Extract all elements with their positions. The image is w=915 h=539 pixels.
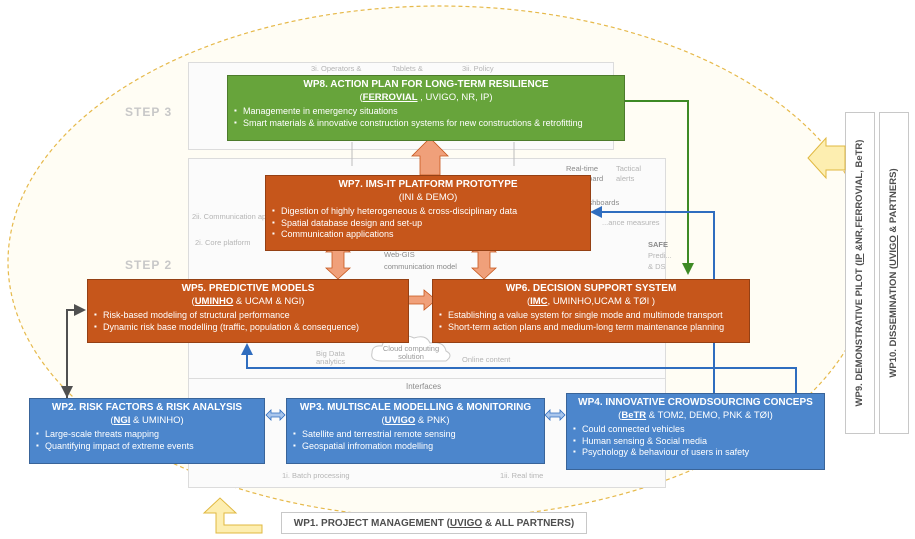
wp8-bullets: Managemente in emergency situations Smar… xyxy=(234,106,618,129)
wp1-box: WP1. PROJECT MANAGEMENT (UVIGO & ALL PAR… xyxy=(281,512,587,534)
wp9-arrow xyxy=(807,136,846,180)
communication-apps-label: 2ii. Communication applications xyxy=(192,212,298,221)
wp4-bullets: Could connected vehicles Human sensing &… xyxy=(573,424,818,459)
board-label: board xyxy=(584,174,604,183)
wp2-bullets: Large-scale threats mapping Quantifying … xyxy=(36,429,258,452)
wp6-box: WP6. DECISION SUPPORT SYSTEM (IMC, UMINH… xyxy=(432,279,750,343)
wp7-partners: (INI & DEMO) xyxy=(398,191,458,203)
wp2-box: WP2. RISK FACTORS & RISK ANALYSIS (NGI &… xyxy=(29,398,265,464)
wp9-panel xyxy=(845,112,875,434)
batch-processing-label: 1i. Batch processing xyxy=(282,471,350,480)
wp7-bullet-2: Spatial database design and set-up xyxy=(272,218,584,230)
online-content-label: Online content xyxy=(462,355,511,364)
wp5-partners: (UMINHO & UCAM & NGI) xyxy=(191,295,305,307)
wp1-arrow xyxy=(202,497,263,534)
wp4-bullet-1: Could connected vehicles xyxy=(573,424,818,436)
wp1-label: WP1. PROJECT MANAGEMENT (UVIGO & ALL PAR… xyxy=(293,517,575,529)
alerts-label: alerts xyxy=(616,174,635,183)
step2-label: STEP 2 xyxy=(125,258,173,272)
ds-label: & DS xyxy=(648,262,666,271)
wp4-box: WP4. INNOVATIVE CROWDSOURCING CONCEPS (B… xyxy=(566,393,825,470)
wp7-bullet-3: Communication applications xyxy=(272,229,584,241)
wp2-bullet-1: Large-scale threats mapping xyxy=(36,429,258,441)
wp6-bullet-1: Establishing a value system for single m… xyxy=(439,310,743,322)
wp5-bullet-2: Dynamic risk base modelling (traffic, po… xyxy=(94,322,402,334)
wp4-title: WP4. INNOVATIVE CROWDSOURCING CONCEPS xyxy=(578,397,813,408)
bigdata-label: Big Data analytics xyxy=(316,349,346,367)
step3-label: STEP 3 xyxy=(125,105,173,119)
wp8-bullet-2: Smart materials & innovative constructio… xyxy=(234,118,618,130)
wp3-wp4-arrow xyxy=(544,409,566,421)
tablets-label: Tablets & xyxy=(392,64,423,73)
wp2-title: WP2. RISK FACTORS & RISK ANALYSIS xyxy=(51,402,243,413)
wp8-wp6-connector xyxy=(625,100,694,275)
wp2-bullet-2: Quantifying impact of extreme events xyxy=(36,441,258,453)
wp7-bullets: Digestion of highly heterogeneous & cros… xyxy=(272,206,584,241)
wp4-partners: (BeTR & TOM2, DEMO, PNK & TØI) xyxy=(618,409,773,421)
policy-label: 3ii. Policy xyxy=(462,64,494,73)
wp6-partners: (IMC, UMINHO,UCAM & TØI ) xyxy=(526,295,656,307)
wp6-bullet-2: Short-term action plans and medium-long … xyxy=(439,322,743,334)
wp5-bullets: Risk-based modeling of structural perfor… xyxy=(94,310,402,333)
wp3-bullets: Satellite and terrestrial remote sensing… xyxy=(293,429,538,452)
wp7-wp8-arrow xyxy=(411,137,449,176)
wp3-title: WP3. MULTISCALE MODELLING & MONITORING xyxy=(299,402,532,413)
wp4-bullet-2: Human sensing & Social media xyxy=(573,436,818,448)
wp10-panel xyxy=(879,112,909,434)
wp3-box: WP3. MULTISCALE MODELLING & MONITORING (… xyxy=(286,398,545,464)
safe-label: SAFE xyxy=(648,240,669,249)
cloud-label: Cloud computing solution xyxy=(382,344,440,362)
wp3-partners: (UVIGO & PNK) xyxy=(381,414,450,426)
wp8-partners: (FERROVIAL , UVIGO, NR, IP) xyxy=(359,91,493,103)
web-gis-label: Web-GIS xyxy=(384,250,415,259)
wp2-wp5-connector xyxy=(66,304,86,398)
wp5-wp6-arrow xyxy=(407,289,437,311)
wp2-wp3-arrow xyxy=(265,409,286,421)
wp8-bullet-1: Managemente in emergency situations xyxy=(234,106,618,118)
wp6-bullets: Establishing a value system for single m… xyxy=(439,310,743,333)
wp3-bullet-1: Satellite and terrestrial remote sensing xyxy=(293,429,538,441)
wp8-box: WP8. ACTION PLAN FOR LONG-TERM RESILIENC… xyxy=(227,75,625,141)
dashboards-label: dashboards xyxy=(580,198,620,207)
predictive-label: Predi... xyxy=(648,251,672,260)
wp2-partners: (NGI & UMINHO) xyxy=(110,414,184,426)
wp7-bullet-1: Digestion of highly heterogeneous & cros… xyxy=(272,206,584,218)
realtime2-label: 1ii. Real time xyxy=(500,471,544,480)
tactical-label: Tactical xyxy=(616,164,642,173)
realtime-board-label: Real-time xyxy=(566,164,599,173)
wp5-bullet-1: Risk-based modeling of structural perfor… xyxy=(94,310,402,322)
wp4-bullet-3: Psychology & behaviour of users in safet… xyxy=(573,447,818,459)
wp5-box: WP5. PREDICTIVE MODELS (UMINHO & UCAM & … xyxy=(87,279,409,343)
wp3-bullet-2: Geospatial infromation modelling xyxy=(293,441,538,453)
communication-model-label: communication model xyxy=(384,262,457,271)
wp6-title: WP6. DECISION SUPPORT SYSTEM xyxy=(505,283,677,294)
wp7-title: WP7. IMS-IT PLATFORM PROTOTYPE xyxy=(338,179,518,190)
wp5-title: WP5. PREDICTIVE MODELS xyxy=(181,283,315,294)
wp7-box: WP7. IMS-IT PLATFORM PROTOTYPE (INI & DE… xyxy=(265,175,591,251)
wp8-title: WP8. ACTION PLAN FOR LONG-TERM RESILIENC… xyxy=(303,79,549,90)
operators-label: 3i. Operators & xyxy=(311,64,362,73)
core-platform-label: 2i. Core platform xyxy=(195,238,251,247)
wp4-wp5-connector xyxy=(241,343,797,395)
maintenance-label: ...ance measures xyxy=(602,218,660,227)
interfaces-label: Interfaces xyxy=(406,382,442,391)
